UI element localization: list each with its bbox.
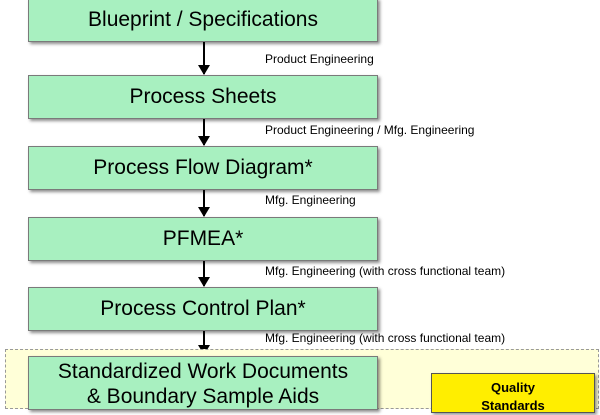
responsibility-note: Product Engineering / Mfg. Engineering [265, 123, 475, 137]
standardized-line-1: Standardized Work Documents [57, 360, 349, 383]
flow-arrow [198, 261, 210, 287]
responsibility-note: Mfg. Engineering (with cross functional … [265, 264, 506, 278]
responsibility-note: Mfg. Engineering [265, 193, 356, 207]
quality-line-1: Quality [490, 380, 536, 395]
step-blueprint-specifications: Blueprint / Specifications [28, 0, 378, 42]
step-process-sheets: Process Sheets [28, 75, 378, 119]
step-process-flow-diagram: Process Flow Diagram* [28, 146, 378, 190]
responsibility-note: Product Engineering [265, 52, 374, 66]
responsibility-note: Mfg. Engineering (with cross functional … [265, 331, 506, 345]
step-standardized-work-documents: Standardized Work Documents & Boundary S… [28, 356, 378, 410]
flow-arrow [198, 42, 210, 75]
standardized-line-2: & Boundary Sample Aids [86, 385, 320, 408]
quality-standards-box: Quality Standards [431, 373, 595, 413]
step-pfmea: PFMEA* [28, 217, 378, 261]
flow-arrow [198, 190, 210, 217]
flow-arrow [198, 119, 210, 146]
step-process-control-plan: Process Control Plan* [28, 287, 378, 331]
